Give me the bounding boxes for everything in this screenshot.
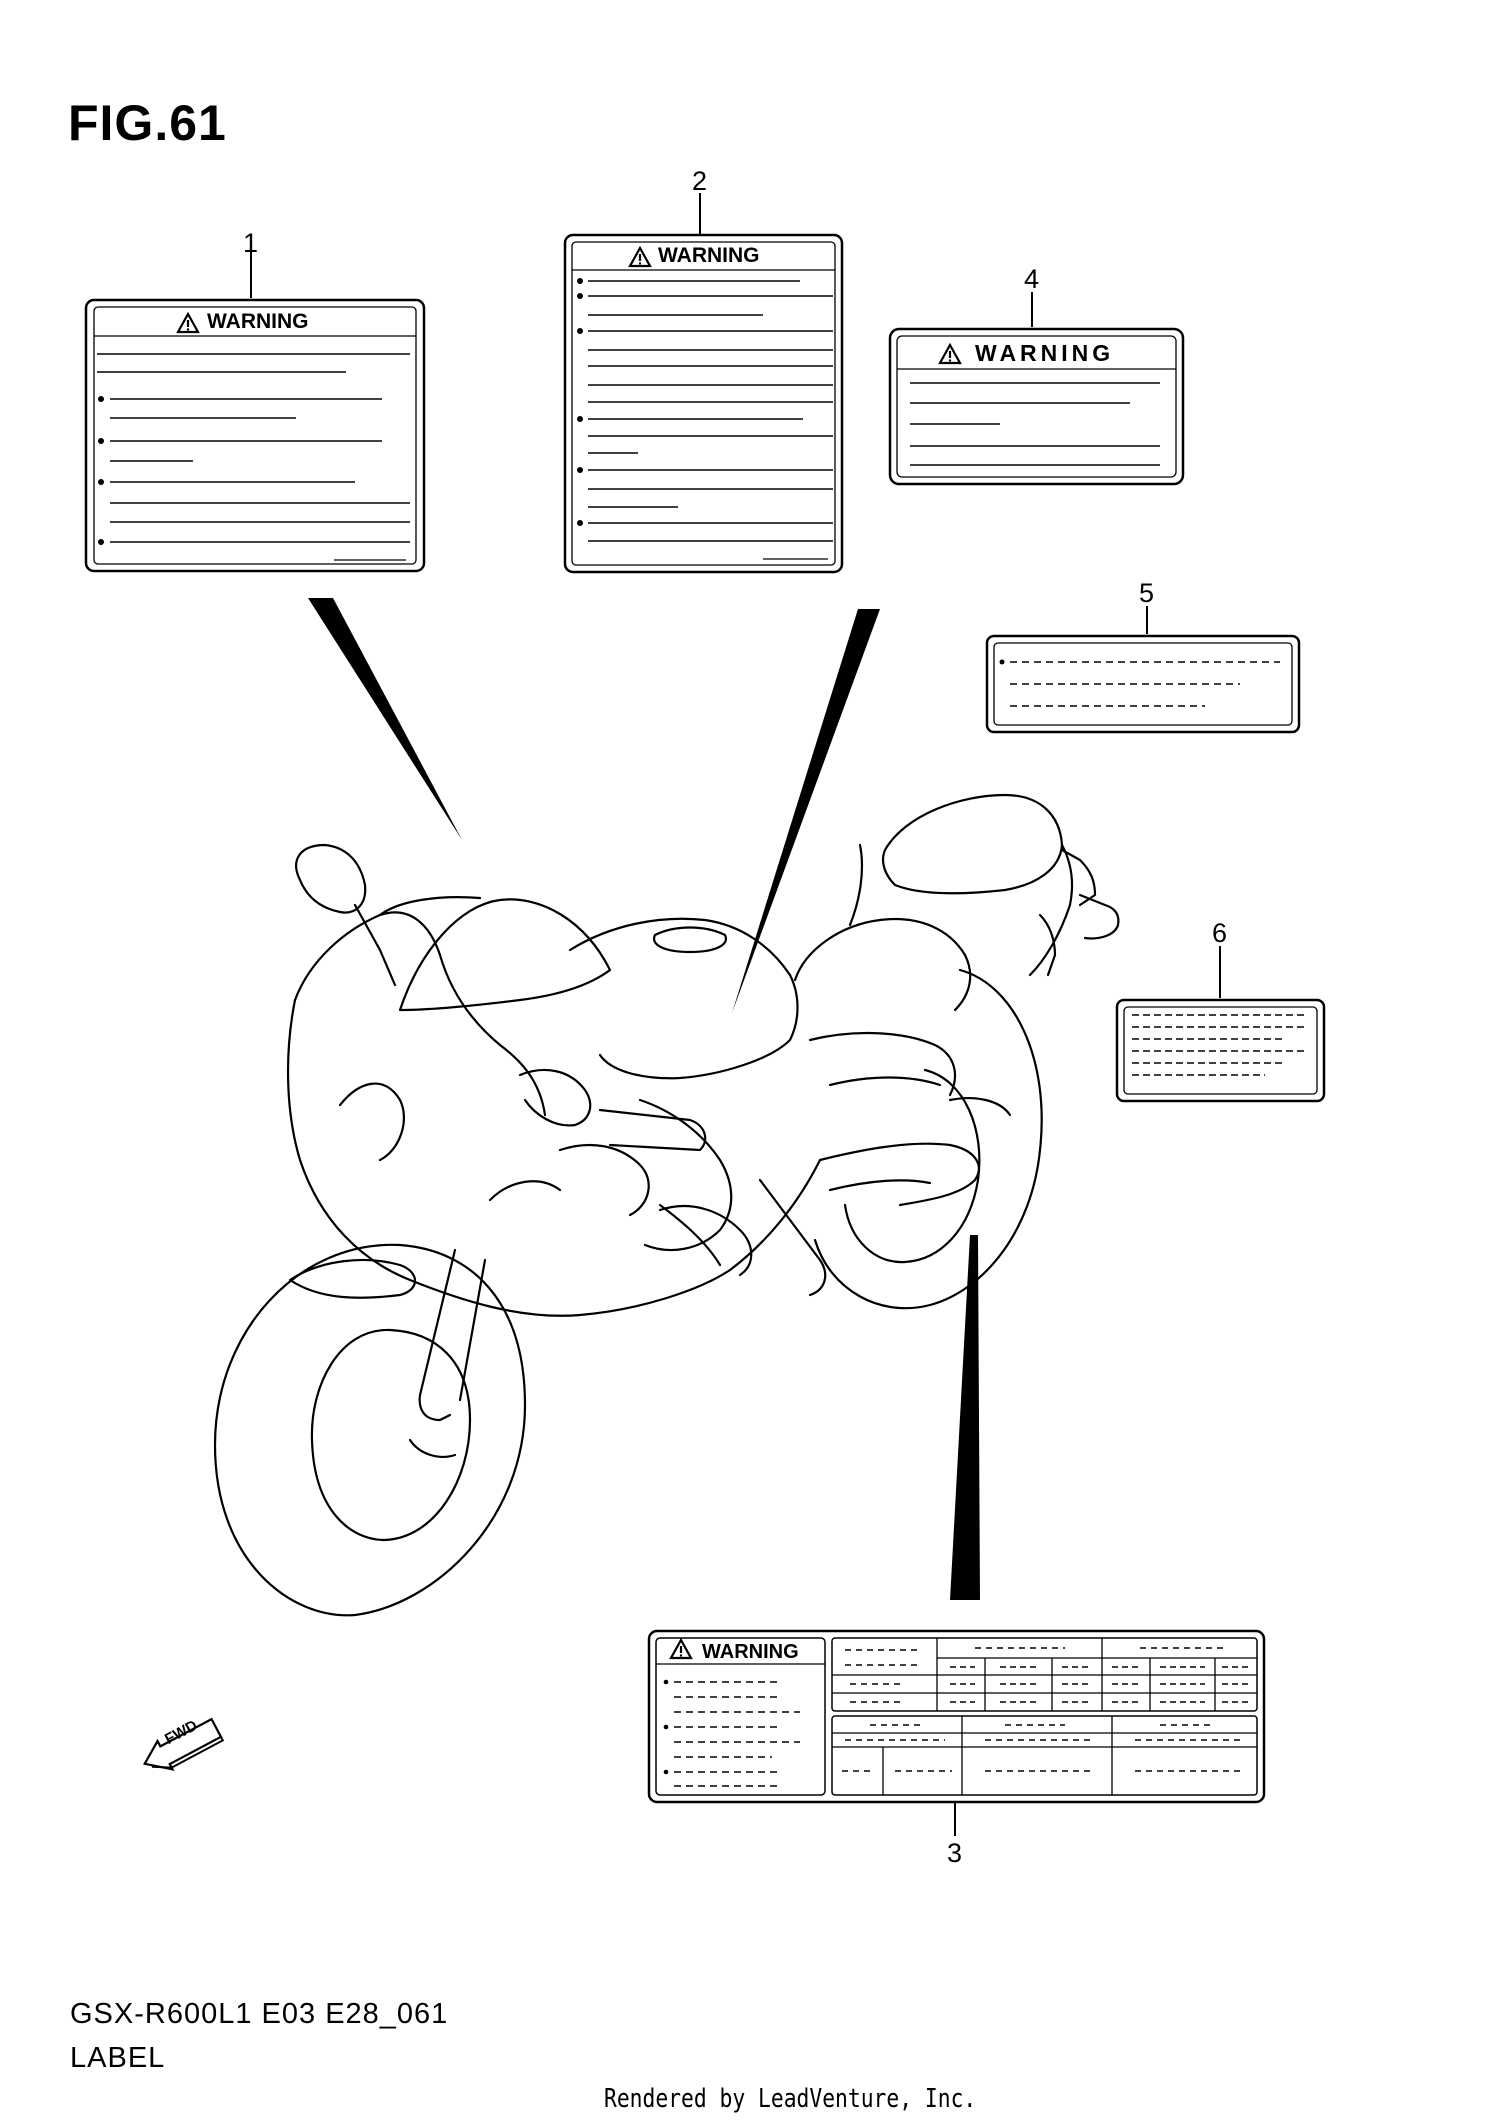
warning-label-3[interactable] <box>647 1629 1266 1836</box>
pointer-wedge-2 <box>732 609 880 1013</box>
figure-title: FIG.61 <box>68 95 227 151</box>
model-code: GSX-R600L1 E03 E28_061 <box>70 1998 449 2030</box>
callout-3[interactable]: 3 <box>947 1838 963 1868</box>
callout-4[interactable]: 4 <box>1024 264 1040 294</box>
label-1-warning-heading: WARNING <box>207 310 309 333</box>
pointer-wedge-1 <box>308 598 462 840</box>
callout-6[interactable]: 6 <box>1212 918 1228 948</box>
callout-1[interactable]: 1 <box>243 228 259 258</box>
warning-label-4[interactable] <box>888 292 1185 486</box>
callout-2[interactable]: 2 <box>692 166 708 196</box>
warning-triangle-icon <box>628 246 652 268</box>
warning-triangle-icon <box>938 343 962 365</box>
label-2-warning-heading: WARNING <box>658 244 760 267</box>
motorcycle-outline <box>213 793 1120 1617</box>
pointer-wedge-3 <box>950 1235 980 1600</box>
label-6[interactable] <box>1115 946 1326 1103</box>
warning-label-2[interactable] <box>563 193 844 574</box>
label-3-warning-heading: WARNING <box>702 1641 799 1663</box>
section-name: LABEL <box>70 2042 166 2074</box>
forward-direction-arrow-icon <box>142 1717 225 1771</box>
warning-triangle-icon <box>669 1638 693 1660</box>
label-4-warning-heading: WARNING <box>975 340 1115 366</box>
footer-credit: Rendered by LeadVenture, Inc. <box>604 2084 977 2114</box>
callout-5[interactable]: 5 <box>1139 578 1155 608</box>
label-5[interactable] <box>985 606 1301 734</box>
warning-triangle-icon <box>176 312 200 334</box>
warning-label-1[interactable] <box>84 242 426 573</box>
